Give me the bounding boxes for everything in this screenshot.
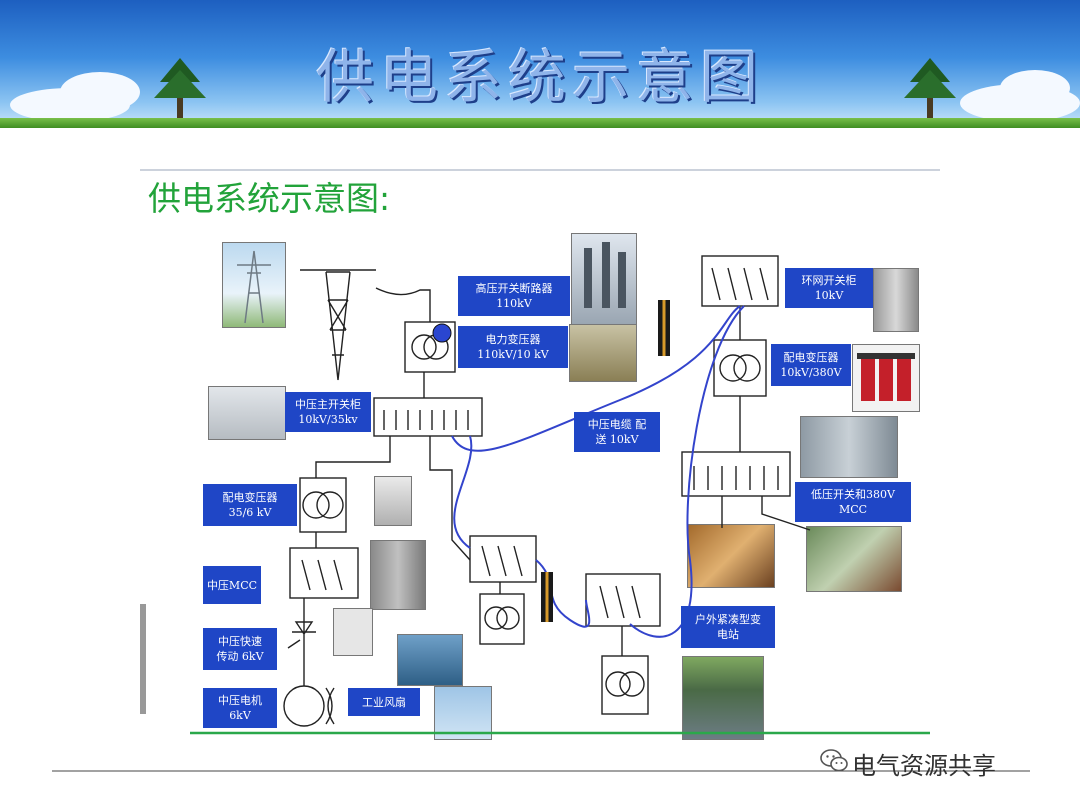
label-ring-main-unit: 环网开关柜 10kV xyxy=(785,268,873,308)
mv-switchgear-photo xyxy=(208,386,286,440)
compact-substation-photo xyxy=(682,656,764,740)
label-outdoor-substation: 户外紧凑型变 电站 xyxy=(681,606,775,648)
insulator-icon xyxy=(432,323,452,343)
drive-cabinet-photo xyxy=(333,608,373,656)
label-mv-cable: 中压电缆 配 送 10kV xyxy=(574,412,660,452)
label-mv-drive: 中压快速 传动 6kV xyxy=(203,628,277,670)
ring-main-unit-photo xyxy=(873,268,919,332)
label-distribution-transformer-10kv: 配电变压器 10kV/380V xyxy=(771,344,851,386)
mining-equipment-photo xyxy=(806,526,902,592)
dry-transformer-photo xyxy=(374,476,412,526)
label-mv-motor: 中压电机 6kV xyxy=(203,688,277,728)
label-industrial-fan: 工业风扇 xyxy=(348,688,420,716)
label-mv-mcc: 中压MCC xyxy=(203,566,261,604)
cast-resin-transformer-photo xyxy=(852,344,920,412)
power-transformer-photo xyxy=(569,324,637,382)
tower-photo xyxy=(222,242,286,328)
tree-icon-left xyxy=(154,58,206,126)
label-hv-breaker: 高压开关断路器 110kV xyxy=(458,276,570,316)
tree-icon-right xyxy=(904,58,956,126)
mv-mcc-photo xyxy=(370,540,426,610)
slide-subtitle: 供电系统示意图: xyxy=(148,179,391,218)
lv-switchgear-photo xyxy=(800,416,898,478)
banner-title: 供电系统示意图 xyxy=(315,43,764,111)
fan-photo xyxy=(434,686,492,740)
label-distribution-transformer-35kv: 配电变压器 35/6 kV xyxy=(203,484,297,526)
industrial-plant-photo xyxy=(687,524,775,588)
grass-strip xyxy=(0,118,1080,128)
motor-photo xyxy=(397,634,463,686)
watermark-text: 电气资源共享 xyxy=(852,752,996,780)
cloud-right-2 xyxy=(1000,70,1070,106)
label-mv-switchgear: 中压主开关柜 10kV/35kv xyxy=(285,392,371,432)
label-power-transformer: 电力变压器 110kV/10 kV xyxy=(458,326,568,368)
wechat-icon xyxy=(820,749,848,772)
header-banner: 供电系统示意图 xyxy=(0,0,1080,128)
label-lv-switchgear-mcc: 低压开关和380V MCC xyxy=(795,482,911,522)
cloud-left-2 xyxy=(60,72,140,112)
breaker-photo xyxy=(571,233,637,325)
